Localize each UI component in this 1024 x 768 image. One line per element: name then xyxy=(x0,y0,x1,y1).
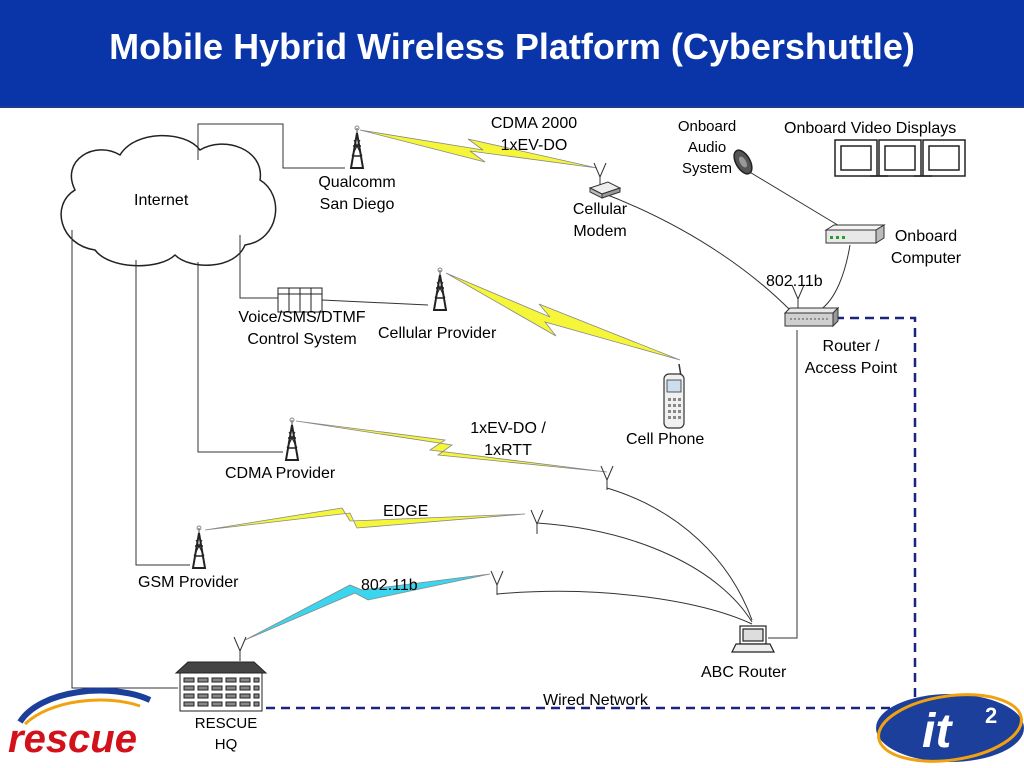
edge-label: EDGE xyxy=(383,503,429,520)
control-system-icon xyxy=(277,287,323,313)
router-ap-label-line1: Router / xyxy=(822,338,880,355)
wired-network-line xyxy=(262,316,917,710)
cellular-modem-label: Cellular Modem xyxy=(555,199,645,243)
wifi-antenna-icon xyxy=(490,570,504,596)
it2-logo-text: it xyxy=(922,705,953,758)
lightning-edge xyxy=(204,507,526,531)
wifi-bottom-label: 802.11b xyxy=(361,577,418,594)
cdma-provider-label: CDMA Provider xyxy=(225,465,336,482)
cdma2000-label-line2: 1xEV-DO xyxy=(500,137,568,154)
cellular-modem-label-line1: Cellular xyxy=(572,201,628,218)
onboard-audio-label-line2: Audio xyxy=(687,139,727,156)
qualcomm-label: Qualcomm San Diego xyxy=(305,172,409,216)
rescue-logo-text: rescue xyxy=(8,717,137,761)
gsm-provider-label: GSM Provider xyxy=(138,574,239,591)
router-ap-label-line2: Access Point xyxy=(804,360,898,377)
video-displays-icon xyxy=(834,139,966,177)
voice-system-label: Voice/SMS/DTMF Control System xyxy=(222,307,382,351)
internet-cloud-icon xyxy=(60,134,277,267)
qualcomm-tower-icon xyxy=(350,125,364,169)
speaker-icon xyxy=(733,149,753,175)
evdo-antenna-icon xyxy=(600,465,614,491)
onboard-computer-label-line1: Onboard xyxy=(894,228,958,245)
cdma2000-label: CDMA 2000 1xEV-DO xyxy=(476,113,592,157)
cellular-modem-label-line2: Modem xyxy=(573,223,627,240)
rescue-hq-label: RESCUE HQ xyxy=(183,713,269,755)
lightning-links xyxy=(204,129,681,641)
onboard-audio-label-line1: Onboard xyxy=(677,118,737,135)
evdo-rtt-label: 1xEV-DO / 1xRTT xyxy=(452,418,564,462)
onboard-computer-label: Onboard Computer xyxy=(876,226,976,270)
cdma-provider-tower-icon xyxy=(285,417,299,461)
cellular-provider-label: Cellular Provider xyxy=(378,325,497,342)
voice-system-label-line2: Control System xyxy=(247,331,357,348)
lightning-wifi xyxy=(244,573,491,641)
abc-router-label: ABC Router xyxy=(701,664,787,681)
rescue-hq-label-line1: RESCUE xyxy=(194,715,258,732)
wired-links xyxy=(71,123,851,689)
cellular-provider-tower-icon xyxy=(433,267,447,311)
router-icon xyxy=(783,306,840,328)
onboard-audio-label-line3: System xyxy=(681,160,732,177)
voice-system-label-line1: Voice/SMS/DTMF xyxy=(238,309,366,326)
lightning-cellular-provider xyxy=(445,272,681,361)
rescue-hq-label-line2: HQ xyxy=(214,736,238,753)
onboard-computer-icon xyxy=(824,224,886,244)
cellular-modem-icon xyxy=(588,181,622,199)
onboard-computer-label-line2: Computer xyxy=(890,250,962,267)
router-ap-label: Router / Access Point xyxy=(790,336,912,380)
qualcomm-label-line1: Qualcomm xyxy=(318,174,396,191)
title-bar: Mobile Hybrid Wireless Platform (Cybersh… xyxy=(0,0,1024,108)
onboard-video-label: Onboard Video Displays xyxy=(784,120,957,137)
edge-antenna-icon xyxy=(530,509,544,535)
cdma2000-label-line1: CDMA 2000 xyxy=(490,115,578,132)
it2-logo: it 2 xyxy=(876,693,1024,763)
lightning-cdma2000 xyxy=(359,129,598,169)
lightning-evdo xyxy=(295,420,608,473)
laptop-icon xyxy=(731,625,775,653)
hq-antenna-icon xyxy=(233,636,247,662)
internet-label: Internet xyxy=(134,192,189,209)
it2-logo-superscript: 2 xyxy=(985,703,997,728)
hq-building-icon xyxy=(174,661,268,712)
cell-phone-label: Cell Phone xyxy=(626,431,705,448)
wired-network-label: Wired Network xyxy=(543,692,648,709)
cell-phone-icon xyxy=(663,363,685,429)
evdo-rtt-label-line2: 1xRTT xyxy=(484,442,532,459)
wifi-top-label: 802.11b xyxy=(766,273,823,290)
evdo-rtt-label-line1: 1xEV-DO / xyxy=(470,420,546,437)
gsm-provider-tower-icon xyxy=(192,525,206,569)
rescue-logo: rescue xyxy=(8,687,152,761)
page-title: Mobile Hybrid Wireless Platform (Cybersh… xyxy=(109,26,915,67)
onboard-audio-label: Onboard Audio System xyxy=(665,116,749,179)
qualcomm-label-line2: San Diego xyxy=(319,196,395,213)
